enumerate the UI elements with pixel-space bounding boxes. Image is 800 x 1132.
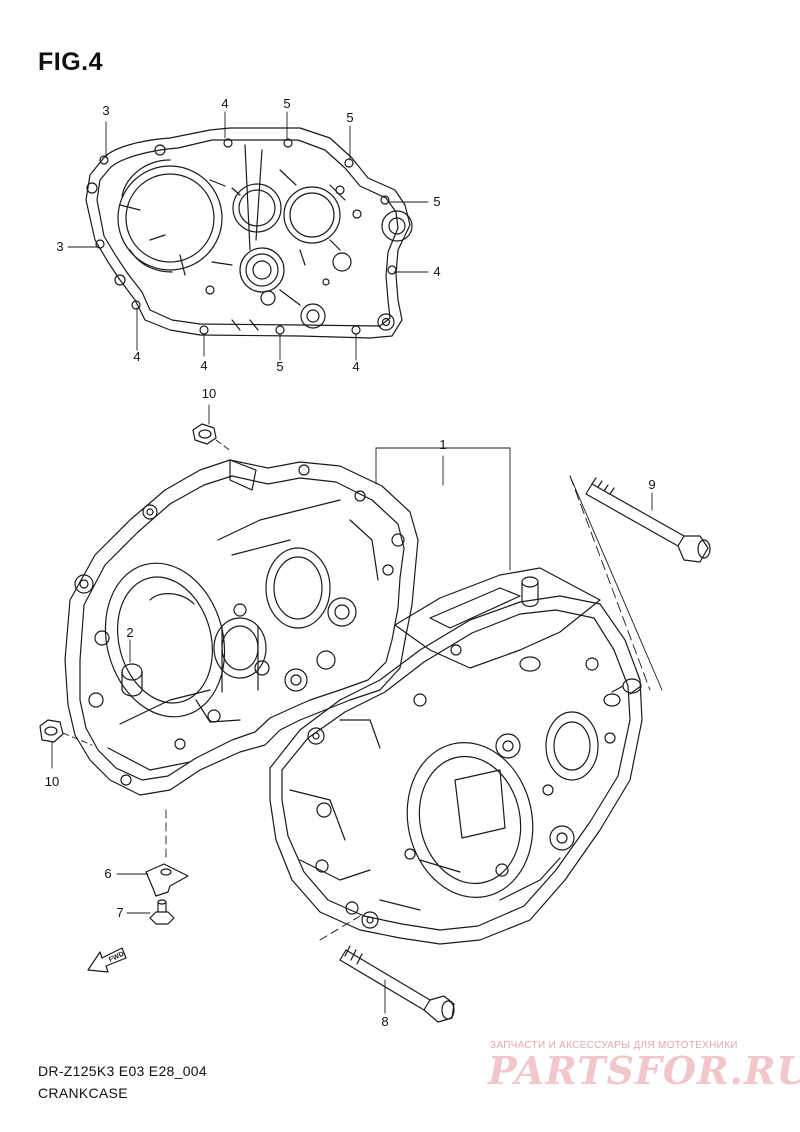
model-code: DR-Z125K3 E03 E28_004 xyxy=(38,1063,207,1079)
bolt-7 xyxy=(150,900,174,924)
callout-3: 3 xyxy=(56,239,64,254)
watermark-caption: ЗАПЧАСТИ И АКСЕССУАРЫ ДЛЯ МОТОТЕХНИКИ xyxy=(490,1040,738,1051)
bolt-8 xyxy=(340,946,454,1022)
exploded-view-leaders xyxy=(52,405,662,1013)
top-view-leaders xyxy=(68,112,428,360)
callout-4: 4 xyxy=(352,359,360,374)
callout-5: 5 xyxy=(346,110,354,125)
callout-1: 1 xyxy=(439,437,447,452)
callout-6: 6 xyxy=(104,866,112,881)
callout-5: 5 xyxy=(276,359,284,374)
crankcase-right-half xyxy=(270,568,642,944)
callout-4: 4 xyxy=(133,349,141,364)
callout-10: 10 xyxy=(44,774,60,789)
nut-10-left xyxy=(40,720,63,742)
figure-title: FIG.4 xyxy=(38,48,104,76)
callout-4: 4 xyxy=(433,264,441,279)
callout-3: 3 xyxy=(102,103,110,118)
crankcase-top-view xyxy=(86,128,412,338)
callout-8: 8 xyxy=(381,1014,389,1029)
callout-4: 4 xyxy=(221,96,229,111)
crankcase-left-half xyxy=(65,460,418,795)
callout-9: 9 xyxy=(648,477,656,492)
section-name: CRANKCASE xyxy=(38,1085,128,1101)
callout-7: 7 xyxy=(116,905,124,920)
callout-4: 4 xyxy=(200,358,208,373)
watermark-brand: PARTSFOR.RU xyxy=(488,1048,800,1093)
fwd-arrow-icon: FWD xyxy=(88,948,126,972)
nut-10-top xyxy=(193,424,216,444)
callout-10: 10 xyxy=(201,386,217,401)
clamp-6 xyxy=(146,864,188,896)
callout-5: 5 xyxy=(433,194,441,209)
bolt-9 xyxy=(586,478,710,562)
callout-5: 5 xyxy=(283,96,291,111)
callout-2: 2 xyxy=(126,625,134,640)
